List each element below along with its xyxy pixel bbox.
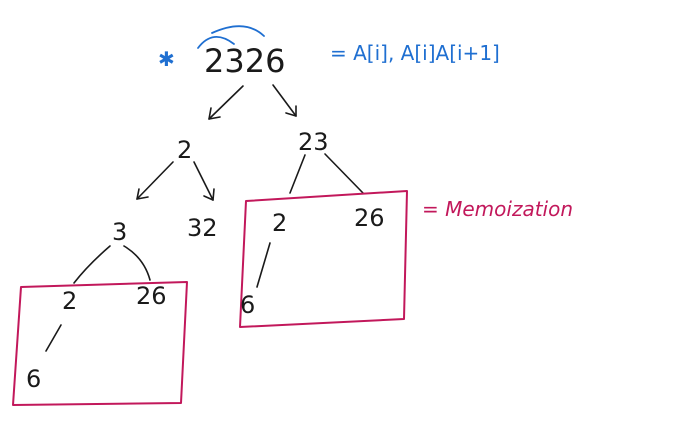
formula-text: = A[i], A[i]A[i+1]: [330, 41, 500, 65]
edge-23-right: [324, 153, 364, 194]
node-23: 23: [298, 128, 329, 156]
node-26-memo: 26: [354, 204, 385, 232]
edge-3-left: [73, 245, 111, 284]
node-3: 3: [112, 218, 127, 246]
node-2-left: 2: [62, 287, 77, 315]
node-2: 2: [177, 136, 192, 164]
edge-2-right: [193, 161, 214, 201]
node-26-left: 26: [136, 282, 167, 310]
edge-root-left: [208, 85, 244, 120]
arrow-head-2-left: [136, 188, 149, 200]
node-2-memo: 2: [272, 209, 287, 237]
edge-3-right: [123, 245, 151, 281]
memoization-label: = Memoization: [422, 197, 573, 221]
edge-left-2-6: [45, 324, 62, 352]
arrow-head-root-left: [208, 107, 221, 120]
star-mark: ✱: [158, 47, 175, 71]
node-32: 32: [187, 214, 218, 242]
node-6-left: 6: [26, 365, 41, 393]
memo-box-right: [239, 190, 408, 328]
edge-23-left: [289, 154, 306, 194]
node-6-memo: 6: [240, 291, 255, 319]
arrow-head-2-right: [203, 188, 215, 201]
edge-memo-2-6: [256, 242, 271, 288]
memo-box-left: [12, 281, 188, 406]
arrow-head-root-right: [285, 105, 297, 117]
pair-arc-left: [197, 36, 235, 49]
pair-arc-right: [211, 25, 265, 37]
edge-root-right: [272, 84, 297, 117]
edge-2-left: [136, 161, 174, 200]
input-string: 2326: [204, 42, 285, 80]
